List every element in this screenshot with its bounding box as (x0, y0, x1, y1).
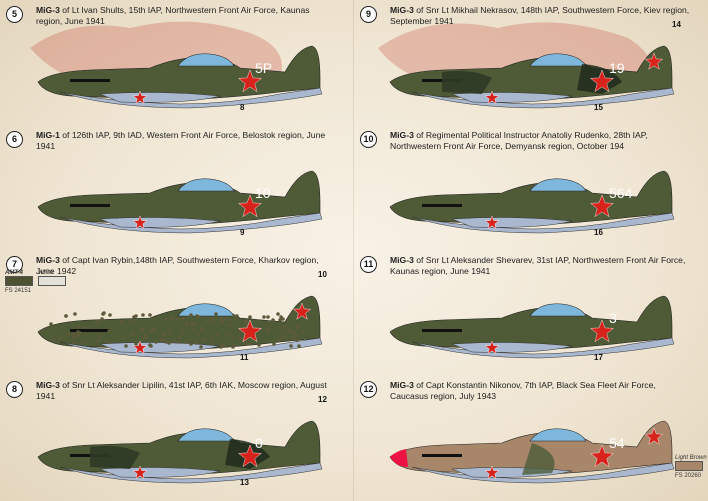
profile-panel-7: 7MiG-3 of Capt Ivan Rybin,148th IAP, Sou… (0, 250, 354, 375)
aircraft-type: MiG-3 (390, 5, 414, 15)
amt4-color (5, 276, 33, 286)
profile-number: 8 (6, 381, 23, 398)
profile-caption: MiG-3 of Snr Lt Mikhail Nekrasov, 148th … (390, 5, 690, 27)
profile-number: 5 (6, 6, 23, 23)
aircraft-profile (30, 417, 330, 492)
profile-caption: MiG-1 of 126th IAP, 9th IAD, Western Fro… (36, 130, 336, 152)
decal-callout: 13 (240, 478, 249, 487)
profile-caption: MiG-3 of Lt Ivan Shults, 15th IAP, North… (36, 5, 336, 27)
profile-number: 6 (6, 131, 23, 148)
aircraft-type: MiG-3 (390, 380, 414, 390)
profile-panel-6: 6 MiG-1 of 126th IAP, 9th IAD, Western Fr… (0, 125, 354, 250)
aircraft-type: MiG-3 (36, 380, 60, 390)
profile-number: 9 (360, 6, 377, 23)
aircraft-type: MiG-3 (36, 5, 60, 15)
aircraft-description: of Capt Ivan Rybin,148th IAP, Southweste… (36, 255, 319, 276)
amt4-swatch: AMT-4 FS 24151 (5, 270, 33, 294)
aircraft-profile (382, 417, 682, 492)
aircraft-type: MiG-1 (36, 130, 60, 140)
lightbrown-swatch: Light Brown FS 20260 (675, 455, 707, 479)
white-swatch: White (38, 270, 66, 286)
decal-callout: 15 (594, 103, 603, 112)
aircraft-type: MiG-3 (390, 255, 414, 265)
aircraft-description: of 126th IAP, 9th IAD, Western Front Air… (36, 130, 325, 151)
profile-panel-9: 9 MiG-3 of Snr Lt Mikhail Nekrasov, 148th… (354, 0, 708, 125)
aircraft-profile (30, 167, 330, 242)
decal-callout-secondary: 12 (318, 395, 327, 404)
white-color (38, 276, 66, 286)
aircraft-profile (30, 42, 330, 117)
tail-number: 54 (609, 435, 625, 451)
decal-callout-secondary: 10 (318, 270, 327, 279)
aircraft-profile (30, 292, 330, 367)
profile-panel-8: 8 MiG-3 of Snr Lt Aleksander Lipilin, 41s… (0, 375, 354, 500)
aircraft-description: of Regimental Political Instructor Anato… (390, 130, 648, 151)
lightbrown-code: FS 20260 (675, 473, 707, 479)
profile-caption: MiG-3 of Regimental Political Instructor… (390, 130, 690, 152)
profile-panel-12: 12 MiG-3 of Capt Konstantin Nikonov, 7th … (354, 375, 708, 500)
profile-number: 12 (360, 381, 377, 398)
decal-callout: 17 (594, 353, 603, 362)
decal-callout: 16 (594, 228, 603, 237)
aircraft-description: of Snr Lt Aleksander Lipilin, 41st IAP, … (36, 380, 327, 401)
profile-number: 11 (360, 256, 377, 273)
profile-caption: MiG-3 of Capt Ivan Rybin,148th IAP, Sout… (36, 255, 336, 277)
aircraft-type: MiG-3 (36, 255, 60, 265)
decal-callout-secondary: 14 (672, 20, 681, 29)
aircraft-type: MiG-3 (390, 130, 414, 140)
aircraft-description: of Snr Lt Aleksander Shevarev, 31st IAP,… (390, 255, 685, 276)
tail-number: 564 (609, 185, 632, 201)
decal-callout: 8 (240, 103, 244, 112)
tail-number: 0 (255, 435, 263, 451)
aircraft-description: of Lt Ivan Shults, 15th IAP, Northwester… (36, 5, 310, 26)
decal-callout: 11 (240, 353, 248, 362)
profile-panel-11: 11 MiG-3 of Snr Lt Aleksander Shevarev, 3… (354, 250, 708, 375)
tail-number: 3 (609, 310, 617, 326)
tail-number: 19 (609, 60, 625, 76)
lightbrown-color (675, 461, 703, 471)
profile-caption: MiG-3 of Snr Lt Aleksander Lipilin, 41st… (36, 380, 336, 402)
tail-number: 5P (255, 60, 272, 76)
tail-number: 10 (255, 185, 271, 201)
profile-caption: MiG-3 of Capt Konstantin Nikonov, 7th IA… (390, 380, 690, 402)
lightbrown-label: Light Brown (675, 455, 707, 461)
aircraft-description: of Capt Konstantin Nikonov, 7th IAP, Bla… (390, 380, 656, 401)
profile-number: 10 (360, 131, 377, 148)
aircraft-profile (382, 292, 682, 367)
aircraft-profile (382, 42, 682, 117)
profile-panel-5: 5 MiG-3 of Lt Ivan Shults, 15th IAP, Nort… (0, 0, 354, 125)
aircraft-profile (382, 167, 682, 242)
profile-caption: MiG-3 of Snr Lt Aleksander Shevarev, 31s… (390, 255, 690, 277)
aircraft-description: of Snr Lt Mikhail Nekrasov, 148th IAP, S… (390, 5, 689, 26)
profile-panel-10: 10 MiG-3 of Regimental Political Instruct… (354, 125, 708, 250)
amt4-code: FS 24151 (5, 288, 33, 294)
decal-callout: 9 (240, 228, 244, 237)
